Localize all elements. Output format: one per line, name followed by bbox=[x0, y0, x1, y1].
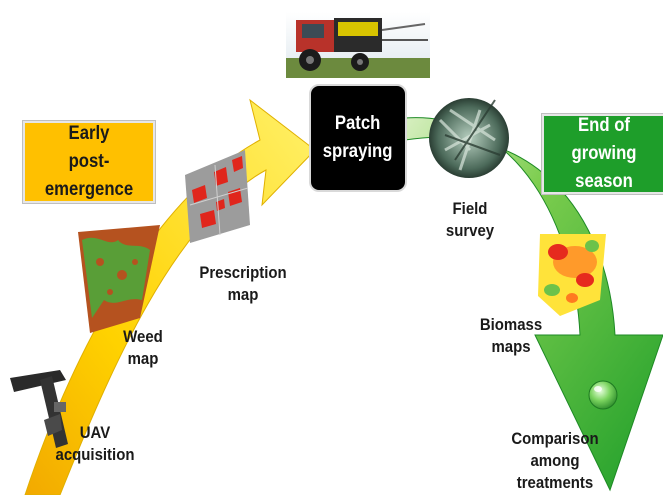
early-post-emergence-label: Early post-emergence bbox=[44, 123, 134, 200]
comparison-among-treatments-label: Comparison among treatments bbox=[511, 429, 599, 492]
water-drop-icon bbox=[588, 380, 618, 410]
uav-acquisition-label: UAV acquisition bbox=[55, 423, 135, 464]
field-survey-photo bbox=[429, 98, 509, 178]
patch-spraying-box: Patch spraying bbox=[309, 84, 407, 192]
prescription-map-label: Prescription map bbox=[199, 263, 287, 304]
field-survey-label: Field survey bbox=[445, 199, 495, 240]
early-post-emergence-box: Early post-emergence bbox=[23, 121, 155, 203]
patch-spraying-label: Patch spraying bbox=[323, 113, 393, 162]
biomass-maps-label: Biomass maps bbox=[479, 315, 543, 356]
weed-map-image bbox=[78, 225, 160, 333]
biomass-map-image bbox=[538, 234, 606, 316]
prescription-map-image bbox=[185, 150, 250, 243]
uav-drone-icon bbox=[10, 370, 68, 448]
weed-map-label: Weed map bbox=[123, 327, 163, 368]
tractor-sprayer-photo bbox=[286, 12, 430, 78]
end-of-growing-season-box: End of growing season bbox=[542, 114, 663, 194]
end-of-growing-season-label: End of growing season bbox=[571, 115, 637, 192]
